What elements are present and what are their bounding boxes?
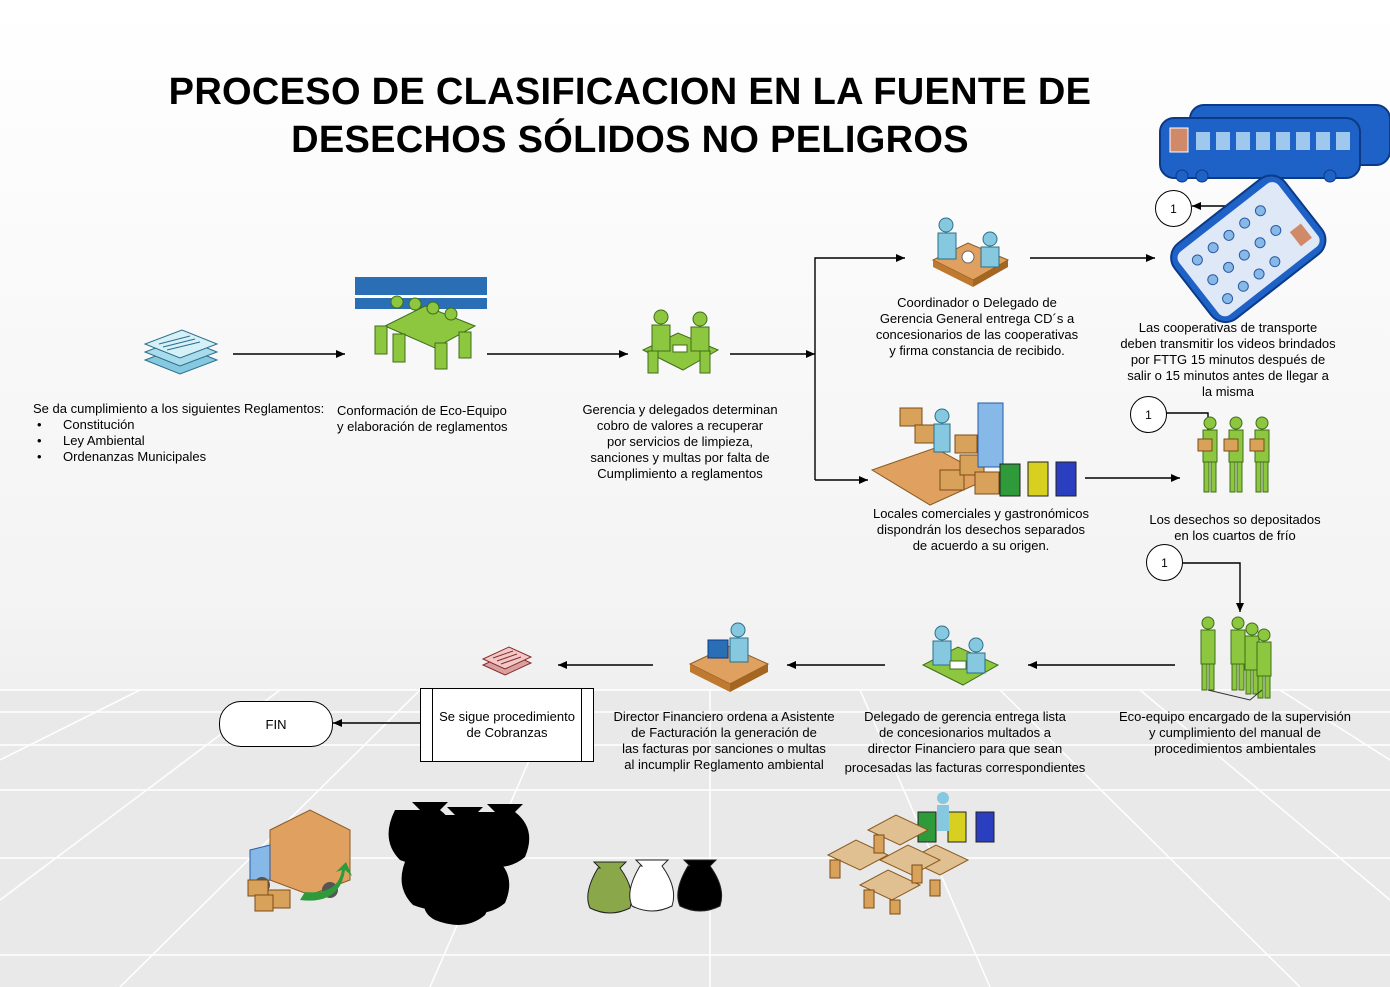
connector-1-bottom: 1 — [1146, 544, 1183, 581]
collections-label: Se sigue procedimiento de Cobranzas — [439, 709, 575, 740]
arrow-connector-to-supervision — [1181, 562, 1244, 612]
end-label: FIN — [265, 716, 287, 732]
page-title: PROCESO DE CLASIFICACION EN LA FUENTE DE… — [110, 68, 1150, 164]
coordinator-label: Coordinador o Delegado de Gerencia Gener… — [875, 295, 1079, 358]
regulation-item: Ordenanzas Municipales — [37, 449, 333, 465]
end-terminator: FIN — [219, 701, 333, 747]
supervision-label: Eco-equipo encargado de la supervisión y… — [1119, 709, 1351, 756]
regulations-block: Se da cumplimiento a los siguientes Regl… — [33, 401, 333, 465]
title-line-2: DESECHOS SÓLIDOS NO PELIGROS — [291, 119, 969, 161]
deposit-label: Los desechos so depositados en los cuart… — [1149, 512, 1321, 543]
regulations-intro: Se da cumplimiento a los siguientes Regl… — [33, 401, 325, 416]
management-label: Gerencia y delegados determinan cobro de… — [582, 402, 778, 481]
director-label: Director Financiero ordena a Asistente d… — [613, 709, 835, 772]
regulation-item: Ley Ambiental — [37, 433, 333, 449]
locales-label: Locales comerciales y gastronómicos disp… — [872, 506, 1090, 553]
connector-1-middle: 1 — [1130, 396, 1167, 433]
cooperatives-label: Las cooperativas de transporte deben tra… — [1120, 320, 1336, 399]
connector-1-top: 1 — [1155, 190, 1192, 227]
delegate-list-label: Delegado de gerencia entrega lista de co… — [844, 709, 1086, 775]
regulation-item: Constitución — [37, 417, 333, 433]
arrow-split-upper — [814, 254, 905, 480]
eco-team-label: Conformación de Eco-Equipo y elaboración… — [337, 403, 508, 434]
regulations-list: Constitución Ley Ambiental Ordenanzas Mu… — [33, 417, 333, 465]
title-line-1: PROCESO DE CLASIFICACION EN LA FUENTE DE — [168, 71, 1092, 113]
collections-process-box: Se sigue procedimiento de Cobranzas — [420, 688, 594, 762]
